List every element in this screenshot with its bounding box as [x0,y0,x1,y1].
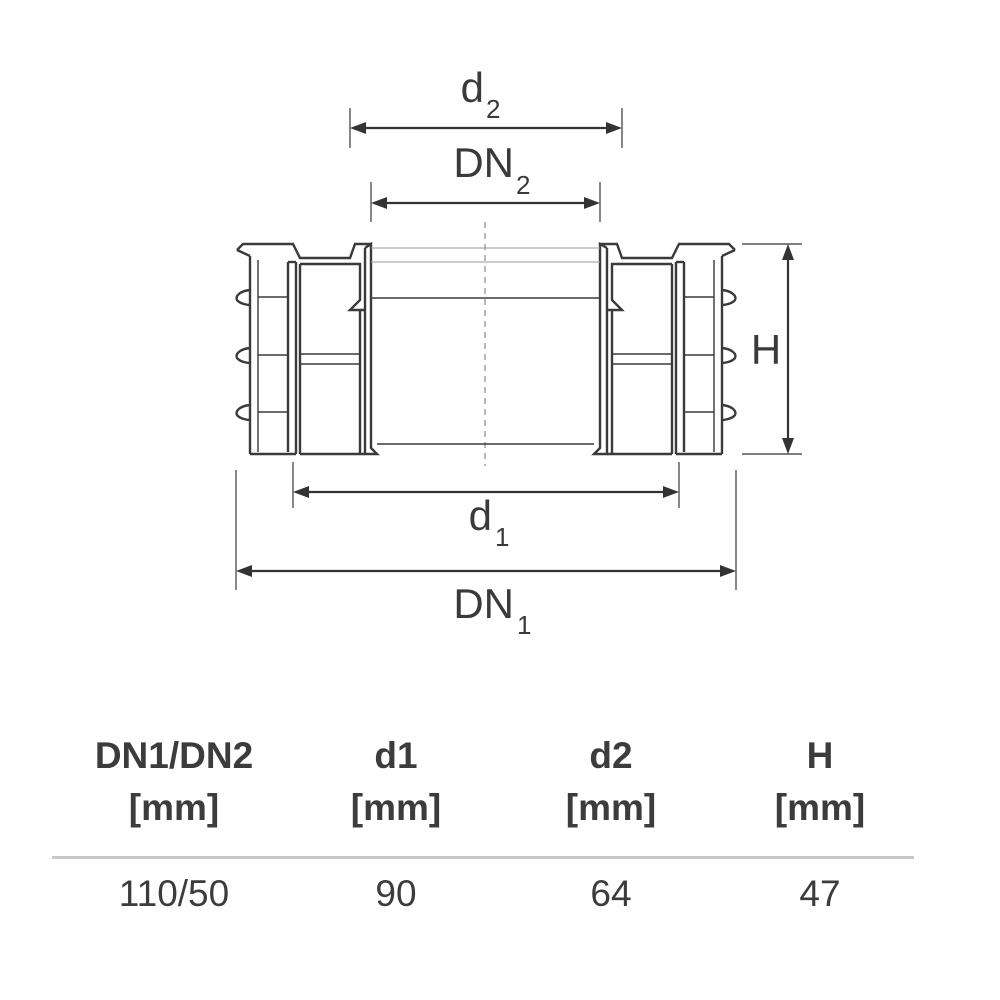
cell-d1: 90 [375,873,417,914]
d2-subscript: 2 [486,94,500,124]
header-name: H [806,735,834,776]
header-unit: [mm] [350,787,442,828]
dn2-dimension: DN 2 [370,139,601,222]
table-header-row: DN1/DN2 [mm] d1 [mm] d2 [mm] H [mm] [52,722,914,858]
table-row: 110/50 90 64 47 [52,858,914,930]
cell-h: 47 [799,873,841,914]
cell-d2: 64 [590,873,632,914]
header-name: d2 [589,735,633,776]
dimension-table: DN1/DN2 [mm] d1 [mm] d2 [mm] H [mm] 110/… [52,722,914,929]
header-unit: [mm] [128,787,220,828]
d1-dimension: d 1 [292,462,680,552]
h-label: H [751,326,781,373]
reducer-body [235,222,737,466]
cell-dn1-dn2: 110/50 [118,873,230,914]
header-dn1-dn2: DN1/DN2 [mm] [52,722,296,858]
header-h: H [mm] [726,722,914,858]
header-unit: [mm] [565,787,657,828]
dn2-label: DN [453,139,514,186]
header-name: d1 [374,735,418,776]
dn1-dimension: DN 1 [235,470,737,640]
dn1-label: DN [453,580,514,627]
d1-subscript: 1 [495,522,509,552]
reducer-technical-drawing: d 2 DN 2 [235,64,802,640]
dn1-subscript: 1 [517,610,531,640]
header-name: DN1/DN2 [94,735,254,776]
d2-dimension: d 2 [349,64,623,148]
d2-label: d [461,64,484,111]
d1-label: d [469,492,492,539]
header-unit: [mm] [774,787,866,828]
dn2-subscript: 2 [516,170,530,200]
header-d2: d2 [mm] [496,722,726,858]
header-d1: d1 [mm] [296,722,496,858]
h-dimension: H [742,243,802,455]
